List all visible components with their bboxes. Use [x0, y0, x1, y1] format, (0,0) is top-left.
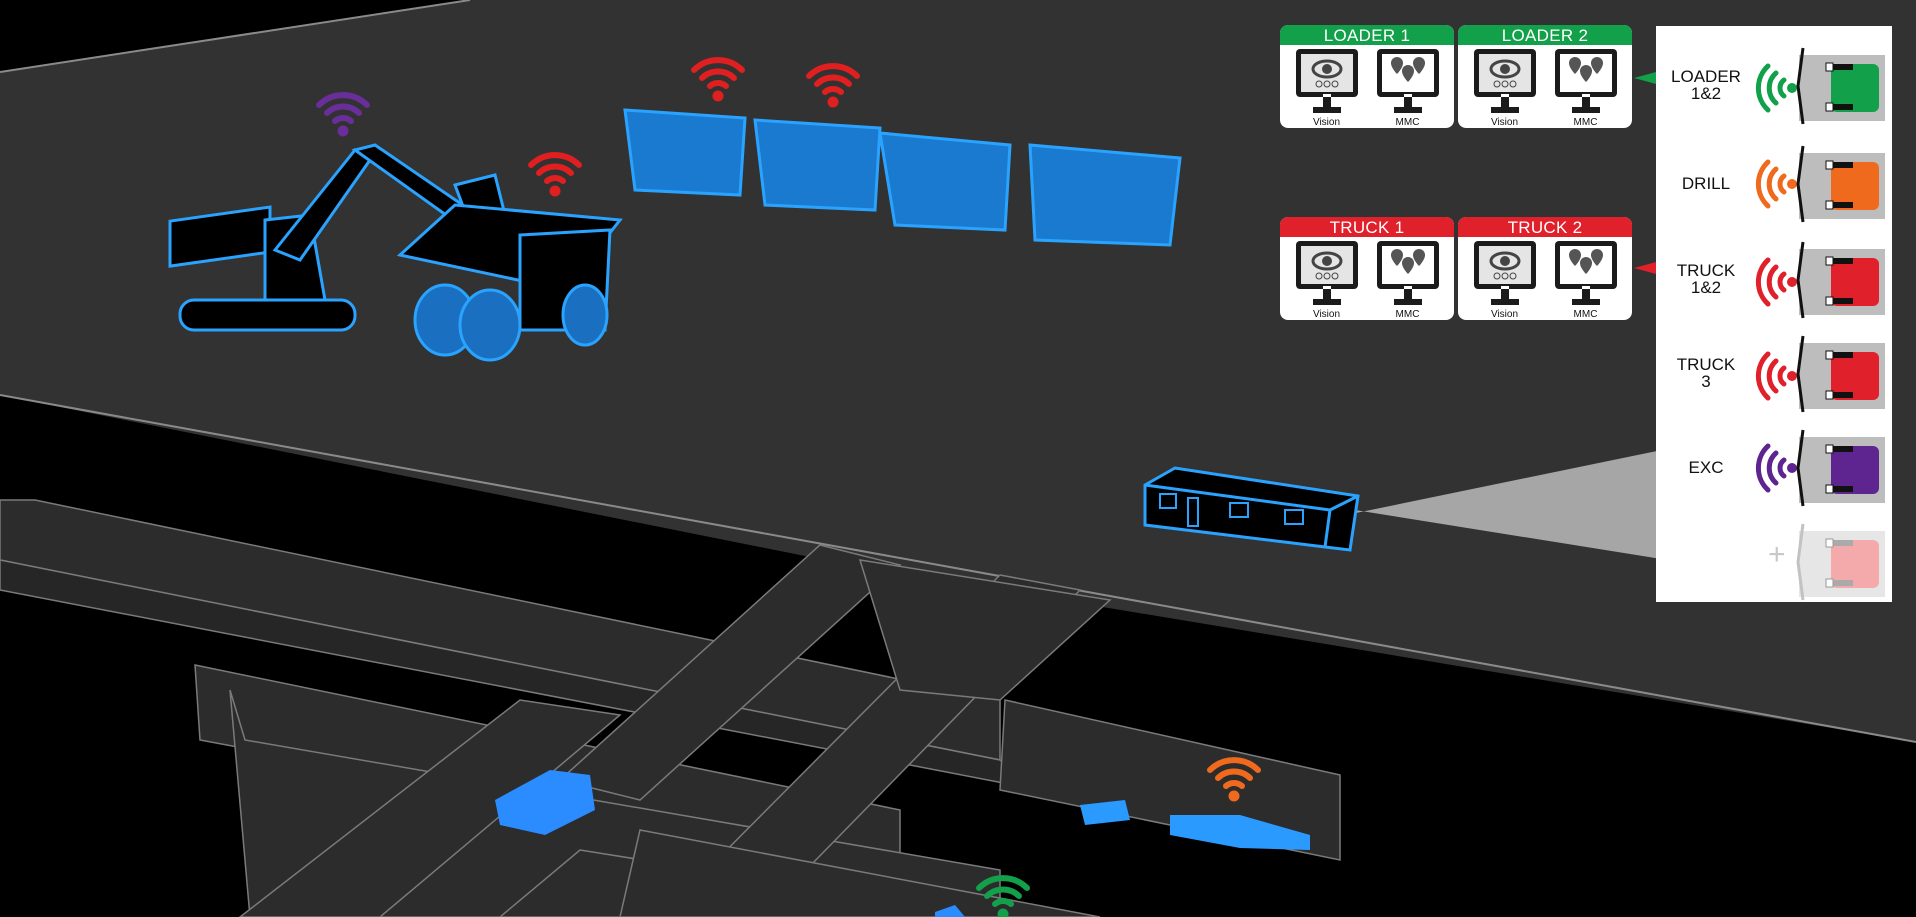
- device-icon: [1796, 47, 1885, 125]
- monitor-label: MMC: [1573, 309, 1598, 320]
- device-placeholder-icon: [1796, 523, 1885, 601]
- device-icon: [1796, 145, 1885, 223]
- mmc-monitor[interactable]: MMC: [1373, 47, 1443, 128]
- haul-truck-convoy: [623, 108, 1182, 247]
- eye-icon: [1473, 241, 1536, 305]
- legend-label: EXC: [1688, 458, 1724, 477]
- haul-truck-loading: [396, 203, 623, 362]
- monitor-label: Vision: [1490, 117, 1519, 128]
- map-pins-icon: [1376, 241, 1439, 305]
- eye-icon: [1473, 49, 1536, 113]
- mmc-monitor[interactable]: MMC: [1373, 239, 1443, 320]
- truck-connector: [1634, 262, 1662, 274]
- monitor-label: MMC: [1395, 309, 1420, 320]
- underground-loader: [495, 770, 595, 835]
- station-truck-2[interactable]: TRUCK 2 Vision MMC: [1458, 217, 1632, 320]
- station-title: TRUCK 1: [1280, 217, 1454, 237]
- legend-label: TRUCK: [1676, 261, 1736, 280]
- wifi-signal-icon: [1755, 351, 1797, 401]
- legend-label: TRUCK: [1676, 355, 1736, 374]
- station-title: LOADER 1: [1280, 25, 1454, 45]
- device-icon: [1796, 429, 1885, 507]
- station-title: TRUCK 2: [1458, 217, 1632, 237]
- wifi-signal-icon: [1755, 443, 1797, 493]
- station-loader-1[interactable]: LOADER 1 Vision MMC: [1280, 25, 1454, 128]
- underground-loader-2: [935, 905, 965, 917]
- legend-row-drill[interactable]: DRILL: [1656, 142, 1892, 226]
- mmc-monitor[interactable]: MMC: [1551, 239, 1621, 320]
- mmc-monitor[interactable]: MMC: [1551, 47, 1621, 128]
- station-title: LOADER 2: [1458, 25, 1632, 45]
- underground-tunnels: [0, 499, 1341, 917]
- device-icon: [1796, 335, 1885, 413]
- map-pins-icon: [1554, 49, 1617, 113]
- vision-monitor[interactable]: Vision: [1292, 239, 1362, 320]
- monitor-label: Vision: [1490, 309, 1519, 320]
- legend-row-add-device[interactable]: +: [1656, 520, 1892, 604]
- wifi-signal-icon: [1755, 257, 1797, 307]
- station-loader-2[interactable]: LOADER 2 Vision MMC: [1458, 25, 1632, 128]
- map-pins-icon: [1554, 241, 1617, 305]
- eye-icon: [1295, 49, 1358, 113]
- wifi-signal-icon: [1755, 159, 1797, 209]
- station-truck-1[interactable]: TRUCK 1 Vision MMC: [1280, 217, 1454, 320]
- loader-connector: [1634, 72, 1662, 84]
- add-icon[interactable]: +: [1768, 538, 1786, 571]
- underground-drill: [1080, 800, 1310, 850]
- vision-monitor[interactable]: Vision: [1470, 47, 1540, 128]
- vision-monitor[interactable]: Vision: [1292, 47, 1362, 128]
- monitor-label: Vision: [1312, 309, 1341, 320]
- monitor-label: Vision: [1312, 117, 1341, 128]
- monitor-label: MMC: [1573, 117, 1598, 128]
- wifi-signal-icon: [1755, 63, 1797, 113]
- eye-icon: [1295, 241, 1358, 305]
- vision-monitor[interactable]: Vision: [1470, 239, 1540, 320]
- legend-label: DRILL: [1681, 174, 1731, 193]
- map-pins-icon: [1376, 49, 1439, 113]
- legend-row-excavator[interactable]: EXC: [1656, 426, 1892, 510]
- device-icon: [1796, 241, 1885, 319]
- legend-label: LOADER: [1671, 67, 1741, 86]
- monitor-label: MMC: [1395, 117, 1420, 128]
